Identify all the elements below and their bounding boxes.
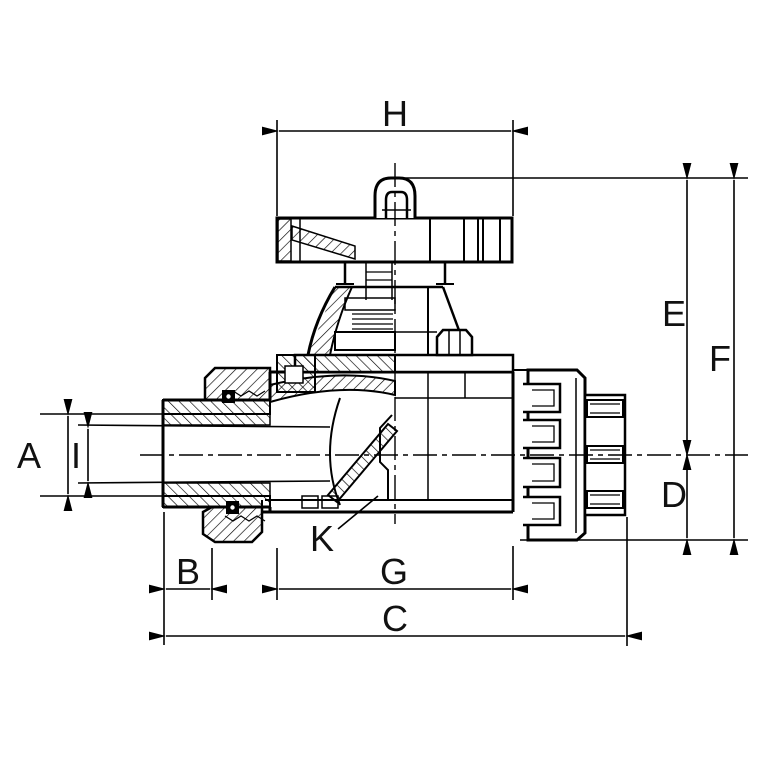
k-leader-line — [337, 495, 379, 530]
left-union-nut — [201, 366, 272, 544]
dim-label-c: C — [382, 598, 408, 639]
dim-label-g: G — [380, 551, 408, 592]
dim-label-d: D — [661, 474, 687, 515]
dim-label-k: K — [310, 518, 334, 559]
dim-label-a: A — [17, 435, 41, 476]
left-pipe-section — [161, 398, 271, 509]
bonnet-nut — [435, 328, 474, 357]
dim-label-e: E — [662, 293, 686, 334]
dim-label-i: I — [71, 435, 81, 476]
dim-label-f: F — [709, 338, 731, 379]
valve-geometry — [77, 176, 627, 544]
dimension-lines — [40, 120, 748, 646]
dim-label-b: B — [176, 551, 200, 592]
dim-label-h: H — [382, 93, 408, 134]
valve-body — [270, 372, 513, 512]
dimension-labels: H A I B G C K E F D — [17, 93, 731, 639]
centerlines — [140, 163, 748, 524]
